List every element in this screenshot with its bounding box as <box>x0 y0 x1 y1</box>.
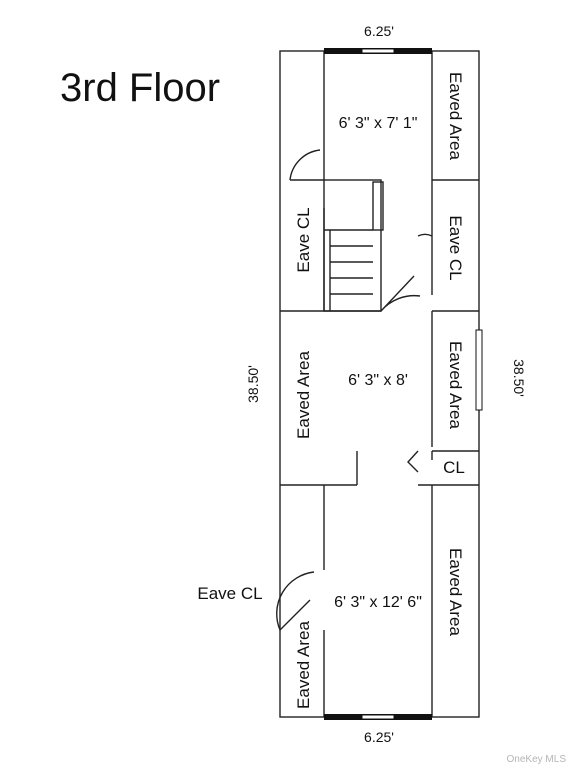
label-eave-cl-outside: Eave CL <box>197 584 262 603</box>
room-middle-size: 6' 3" x 8' <box>348 372 408 389</box>
label-eaved-mid-right: Eaved Area <box>446 341 465 429</box>
window-right <box>475 329 483 411</box>
door-swing-stair <box>380 275 421 312</box>
dim-left-length: 38.50' <box>245 365 261 403</box>
windows <box>324 48 483 720</box>
label-eave-cl-right: Eave CL <box>446 215 465 280</box>
dim-top-width: 6.25' <box>364 23 394 39</box>
room-top-size: 6' 3" x 7' 1" <box>339 115 418 132</box>
door-swing-cl <box>407 450 419 473</box>
window-bottom <box>361 714 395 720</box>
label-eaved-bottom-right: Eaved Area <box>446 548 465 636</box>
label-eave-cl-left: Eave CL <box>294 207 313 272</box>
label-cl: CL <box>443 458 465 477</box>
walls <box>276 50 480 718</box>
room-bottom-size: 6' 3" x 12' 6" <box>334 594 422 611</box>
label-eaved-mid-left: Eaved Area <box>294 351 313 439</box>
dim-bottom-width: 6.25' <box>364 729 394 745</box>
stair-well <box>323 179 382 312</box>
stair-rail <box>372 181 384 231</box>
dim-right-length: 38.50' <box>511 359 527 397</box>
window-top <box>361 48 395 54</box>
door-swing-eave-cl-right <box>417 233 433 255</box>
door-swing-eave-cl-bottom <box>276 571 315 631</box>
door-swing-eave-cl-left <box>289 149 324 181</box>
label-eaved-bottom-left: Eaved Area <box>294 621 313 709</box>
watermark: OneKey MLS <box>506 754 566 765</box>
floor-title: 3rd Floor <box>60 66 221 110</box>
label-eaved-top-right: Eaved Area <box>446 72 465 160</box>
